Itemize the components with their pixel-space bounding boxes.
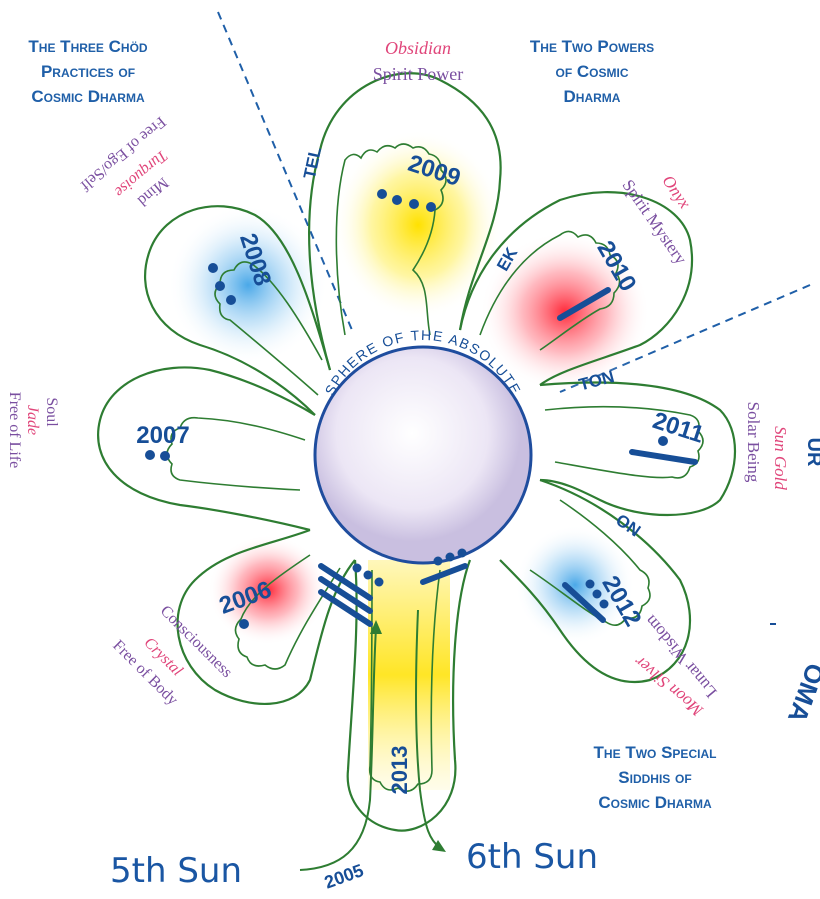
quality-soul: Soul — [43, 397, 60, 427]
glyph-2006-dot — [239, 619, 249, 629]
edge-text-oma: OMA — [782, 659, 820, 726]
heading-siddhis: The Two Special Siddhis of Cosmic Dharma — [594, 743, 717, 812]
glyph-2011-bar — [632, 452, 695, 462]
word-tel: TEL — [300, 145, 325, 180]
year-2011: 2011 — [649, 407, 707, 449]
label-5th-sun: 5th Sun — [110, 851, 242, 891]
heading-powers-line3: Dharma — [564, 87, 621, 106]
quality-spirit-power: Spirit Power — [373, 64, 464, 84]
heading-chod: The Three Chöd Practices of Cosmic Dharm… — [28, 37, 148, 106]
heading-chod-line1: The Three Chöd — [28, 37, 148, 56]
heading-siddhis-line3: Cosmic Dharma — [598, 793, 712, 812]
label-6th-sun: 6th Sun — [466, 837, 598, 877]
stone-obsidian: Obsidian — [385, 38, 451, 58]
heading-chod-line3: Cosmic Dharma — [31, 87, 145, 106]
heading-siddhis-line2: Siddhis of — [618, 768, 691, 787]
stone-jade: Jade — [24, 405, 41, 435]
heading-powers: The Two Powers of Cosmic Dharma — [530, 37, 654, 106]
sphere-of-the-absolute — [315, 347, 531, 563]
freedom-free-of-life: Free of Life — [6, 392, 23, 468]
year-2013: 2013 — [387, 746, 412, 795]
year-2007: 2007 — [136, 422, 189, 449]
glyph-2011-dot — [658, 436, 668, 446]
heading-powers-line1: The Two Powers — [530, 37, 654, 56]
edge-text-ur: UR — [803, 438, 820, 467]
stone-sun-gold: Sun Gold — [771, 426, 790, 490]
heading-chod-line2: Practices of — [41, 62, 135, 81]
heading-siddhis-line1: The Two Special — [594, 743, 717, 762]
quality-solar-being: Solar Being — [744, 402, 763, 483]
heading-powers-line2: of Cosmic — [556, 62, 629, 81]
glyph-2007-dots — [145, 450, 170, 461]
